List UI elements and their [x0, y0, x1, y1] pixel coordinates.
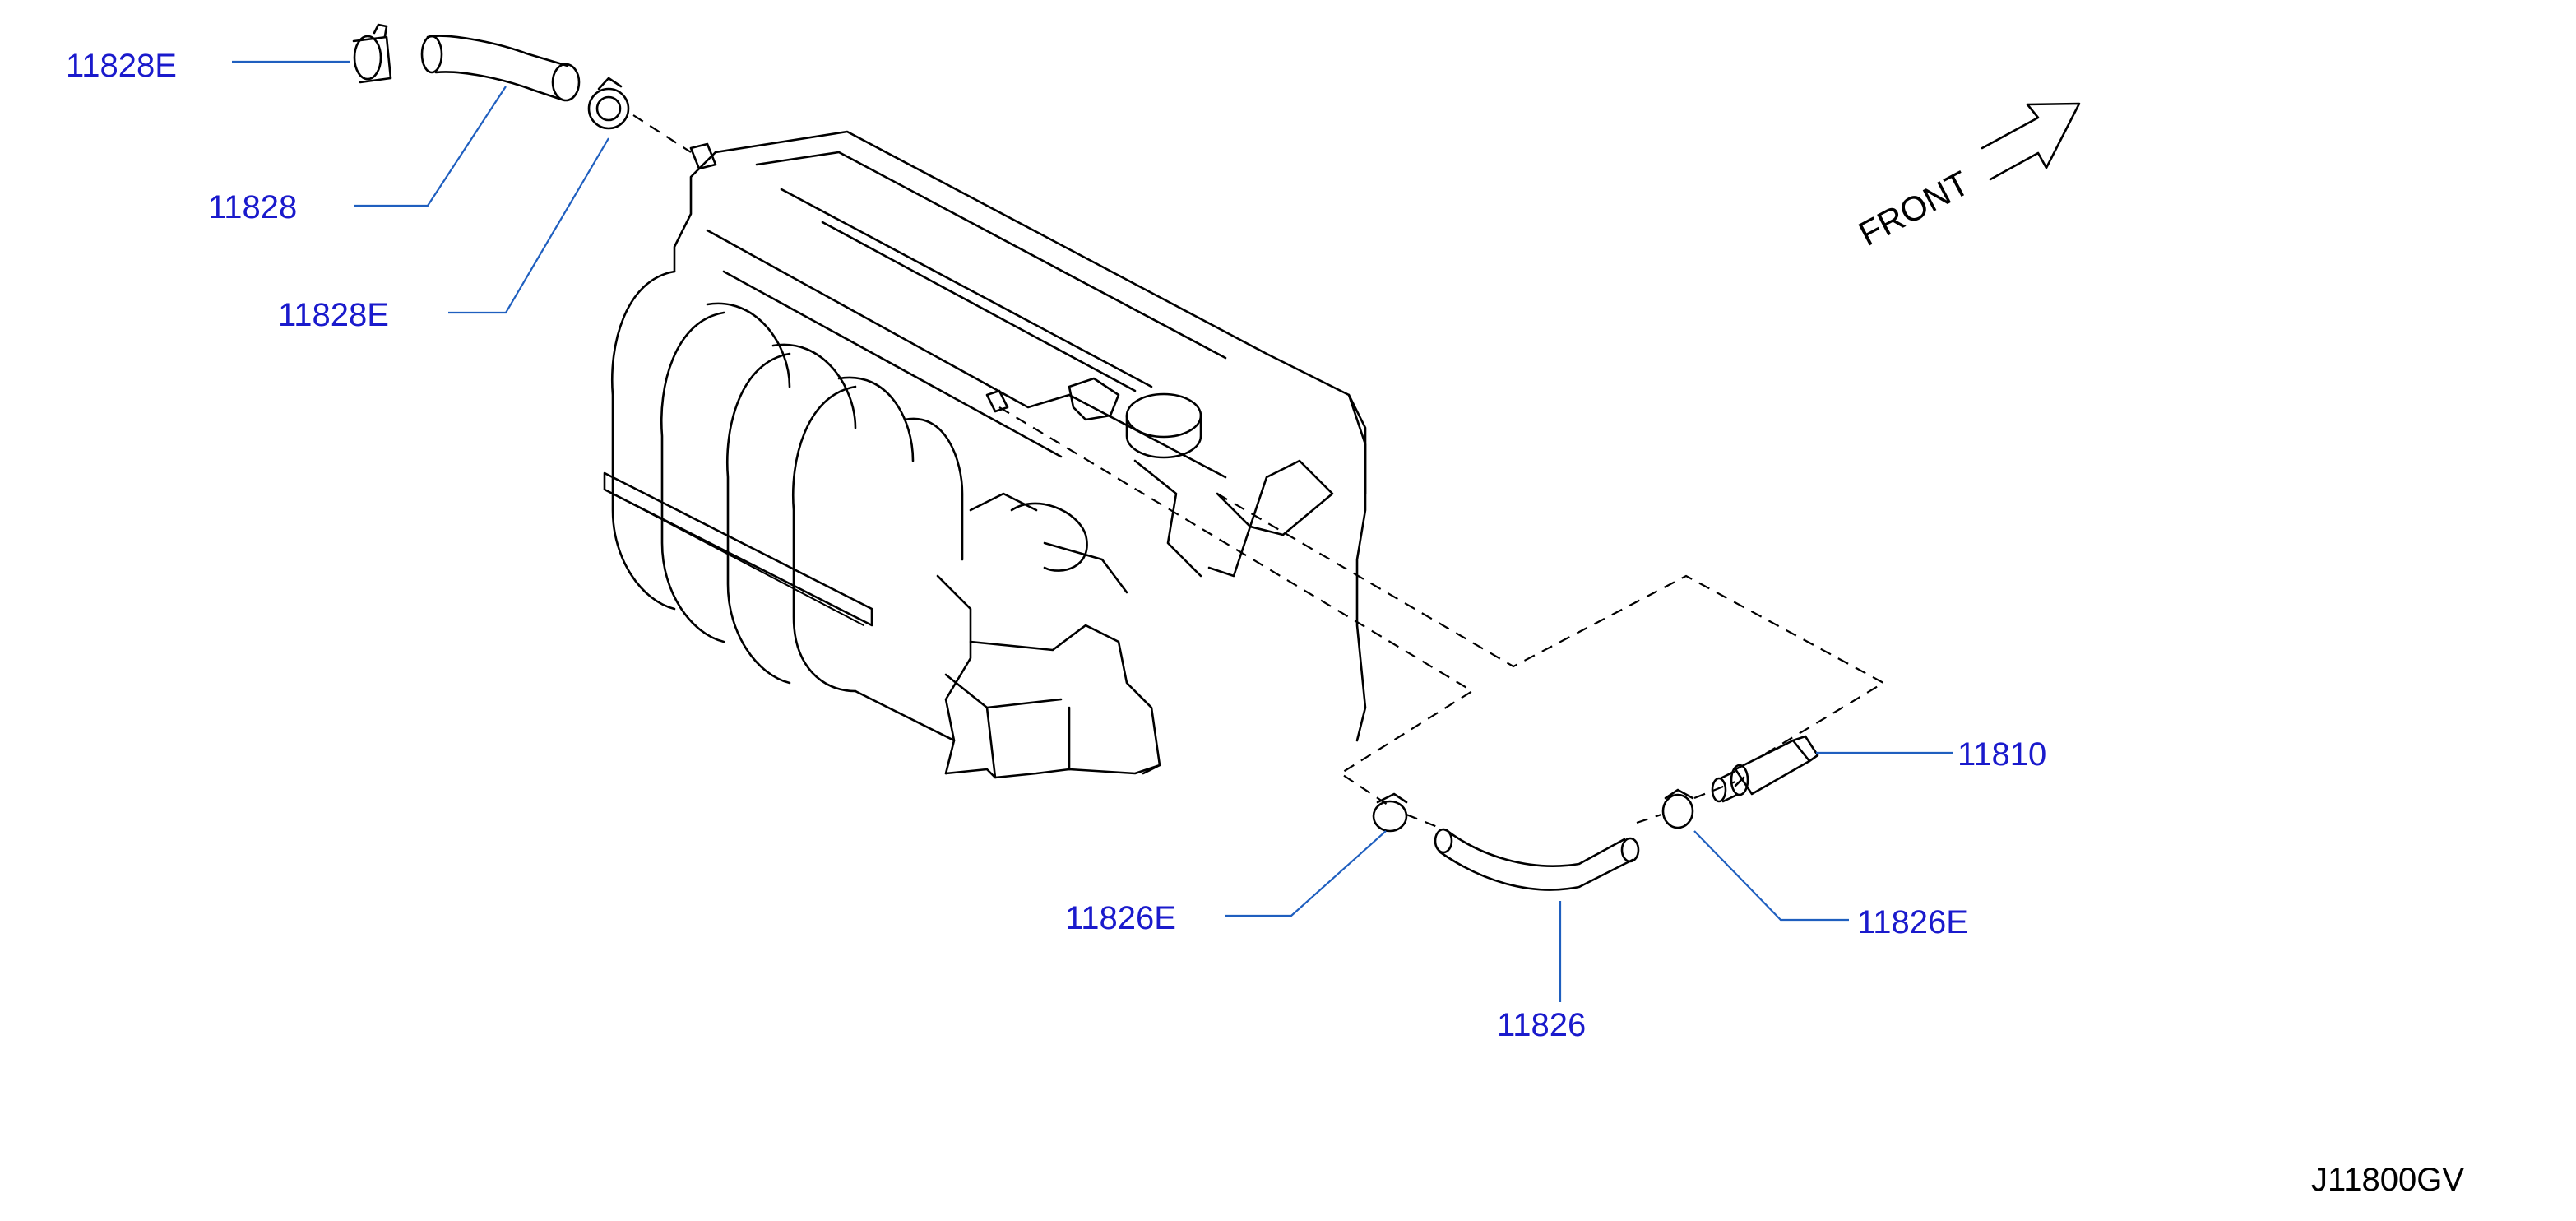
callout-labels: 11828E 11828 11828E 11810 11826E 11826E …	[66, 48, 2046, 1043]
diagram-code: J11800GV	[2311, 1162, 2464, 1198]
clamp-11828E-mid	[587, 77, 630, 130]
clamp-11828E-top	[352, 23, 392, 84]
upper-hose-assembly	[352, 23, 692, 153]
callout-11810: 11810	[1957, 736, 2046, 773]
callout-11826: 11826	[1497, 1007, 1586, 1043]
engine-illustration	[603, 130, 1367, 779]
callout-11826E-left: 11826E	[1065, 900, 1176, 936]
front-indicator: FRONT	[1852, 102, 2081, 253]
callout-11826E-right: 11826E	[1857, 904, 1968, 940]
hose-11828	[420, 35, 581, 102]
clamp-11826E-left	[1372, 792, 1408, 833]
callout-11828E-top: 11828E	[66, 48, 177, 84]
front-label: FRONT	[1852, 164, 1976, 253]
callout-11828E-mid: 11828E	[278, 297, 389, 333]
callout-11828: 11828	[208, 189, 297, 225]
hose-11826	[1434, 828, 1640, 891]
leader-lines	[232, 60, 1953, 1002]
lower-hose-assembly	[998, 406, 1886, 891]
front-arrow-icon	[1981, 102, 2081, 181]
pcv-valve-11810	[1711, 735, 1819, 803]
clamp-11826E-right	[1661, 788, 1694, 829]
